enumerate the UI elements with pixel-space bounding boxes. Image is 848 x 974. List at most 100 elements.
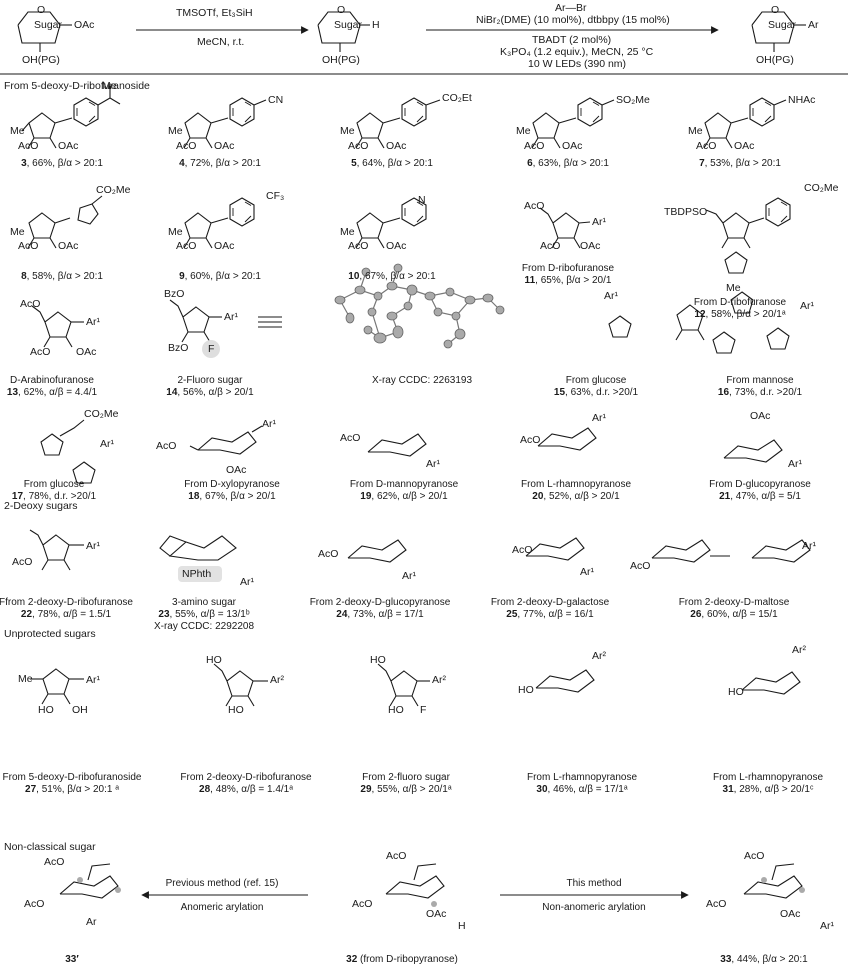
caption-20: 20, 52%, α/β > 20/1 [532,491,620,502]
ho-30: HO [518,684,534,696]
caption-33prime: 33′ [65,954,79,965]
caption-5: 5, 64%, β/α > 20:1 [351,158,433,169]
oac-32: OAc [426,908,447,920]
caption-23: 23, 55%, α/β = 13/1ᵇ [158,609,250,620]
caption-30-source: From L-rhamnopyranose [526,772,638,783]
ar1-22: Ar¹ [86,540,100,552]
arrow-left-bottom: Anomeric arylation [180,902,264,913]
aco-18: AcO [156,440,177,452]
aco-11a: AcO [524,200,545,212]
ar1-20: Ar¹ [592,412,606,424]
caption-28: 28, 48%, α/β = 1.4/1ᵃ [199,784,293,795]
section-non-classical: Non-classical sugar [4,841,96,853]
caption-17-source: From glucose [23,479,85,490]
oh-27: OH [72,704,88,716]
aco-32b: AcO [352,898,373,910]
me-10: Me [340,226,355,238]
sub-8: CO₂Me [96,184,131,196]
ar1-17: Ar¹ [100,438,114,450]
ar2-30: Ar² [592,650,606,662]
caption-25-source: From 2-deoxy-D-galactose [490,597,610,608]
me-5: Me [340,125,355,137]
ho-28a: HO [206,654,222,666]
ar1-33: Ar¹ [820,920,834,932]
reagents-2-line-3: K₃PO₄ (1.2 equiv.), MeCN, 25 °C [500,46,654,58]
xray-caption-2: X-ray CCDC: 2292208 [153,621,255,632]
aco-13a: AcO [20,298,41,310]
caption-10: 10, 67%, β/α > 20:1 [348,271,436,282]
me-8: Me [10,226,25,238]
sub-7: NHAc [788,94,816,106]
ho-28b: HO [228,704,244,716]
sm-o-label: O [37,4,46,16]
caption-15-source: From glucose [565,375,627,386]
caption-15: 15, 63%, d.r. >20/1 [553,387,639,398]
ar2-28: Ar² [270,674,284,686]
caption-13: 13, 62%, α/β = 4.4/1 [6,387,98,398]
me-3: Me [10,125,25,137]
aco-7: AcO [696,140,717,152]
reagents-1-bottom: MeCN, r.t. [197,36,245,48]
oac-5: OAc [386,140,407,152]
reagents-2-line-4: 10 W LEDs (390 nm) [528,58,627,70]
caption-9: 9, 60%, β/α > 20:1 [179,271,261,282]
structures-row3 [31,291,790,358]
xray-structure [334,263,505,349]
aco-33b: AcO [706,898,727,910]
aco-32a: AcO [386,850,407,862]
caption-30: 30, 46%, α/β = 17/1ᵃ [536,784,628,795]
ar1-21: Ar¹ [788,458,802,470]
ho-31: HO [728,686,744,698]
ar1-14: Ar¹ [224,311,238,323]
aco-11b: AcO [540,240,561,252]
ar1-19: Ar¹ [426,458,440,470]
sm-oac-label: OAc [74,19,95,31]
me-6: Me [516,125,531,137]
caption-26: 26, 60%, α/β = 15/1 [690,609,778,620]
caption-19: 19, 62%, α/β > 20/1 [360,491,448,502]
caption-3: 3, 66%, β/α > 20:1 [21,158,103,169]
caption-25: 25, 77%, α/β = 16/1 [506,609,594,620]
arrow-right-bottom: Non-anomeric arylation [542,902,646,913]
sub-5: CO₂Et [442,92,472,104]
nphth-23: NPhth [182,568,212,580]
aco-26: AcO [630,560,651,572]
oac-10: OAc [386,240,407,252]
structures-row2 [27,195,791,274]
caption-29-source: From 2-fluoro sugar [362,772,450,783]
caption-14: 14, 56%, α/β > 20/1 [166,387,254,398]
tbdpso-12: TBDPSO [664,206,708,218]
aco-13b: AcO [30,346,51,358]
aco-33p-a: AcO [44,856,65,868]
pr-o-label: O [771,4,780,16]
co2me-12: CO₂Me [804,182,839,194]
caption-28-source: From 2-deoxy-D-ribofuranose [180,772,312,783]
aco-4: AcO [176,140,197,152]
structures-row7 [59,863,805,907]
caption-13-source: D-Arabinofuranose [10,375,94,386]
h-32: H [458,920,466,932]
me-7: Me [688,125,703,137]
caption-19-source: From D-mannopyranose [349,479,459,490]
aco-22: AcO [12,556,33,568]
f-29: F [420,704,427,716]
structures-row4 [40,419,783,484]
ar1-16: Ar¹ [800,300,814,312]
caption-4: 4, 72%, β/α > 20:1 [179,158,261,169]
caption-24-source: From 2-deoxy-D-glucopyranose [309,597,451,608]
pr-sugar-label: Sugar [768,19,797,31]
mid-h-label: H [372,19,380,31]
caption-14-source: 2-Fluoro sugar [177,375,243,386]
sub-4: CN [268,94,284,106]
caption-16-source: From mannose [726,375,794,386]
caption-12: 12, 58%, β/α > 20/1ᵃ [694,309,786,320]
bzo-14b: BzO [168,342,189,354]
ar1-25: Ar¹ [580,566,594,578]
ar1-13: Ar¹ [86,316,100,328]
scheme-mid-ring [317,11,370,52]
section-ribofuranoside: From 5-deoxy-D-ribofuranoside [4,80,150,92]
me-12: Me [726,282,741,294]
oac-33: OAc [780,908,801,920]
reagents-1-top: TMSOTf, Et₃SiH [176,7,253,19]
